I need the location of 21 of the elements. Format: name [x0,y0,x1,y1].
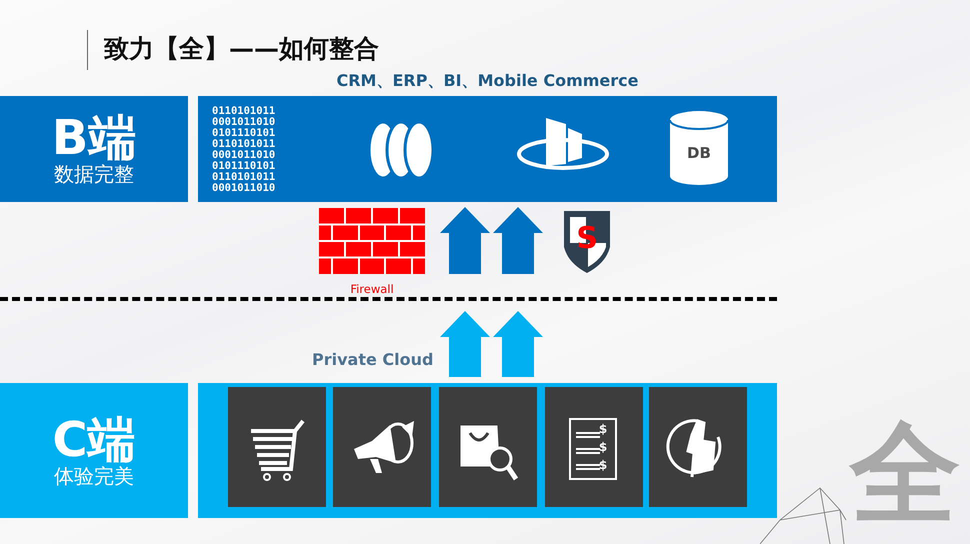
panel-heading: B端 [52,114,136,162]
content-panel [198,383,777,518]
dollar-sign: $ [598,423,608,435]
binary-code: 0110101011 0001011010 0101110101 0110101011 0001011010 0101110101 0110101011 0001011010 [212,106,276,194]
dollar-sign: $ [598,459,608,471]
block-arrow [440,311,490,377]
database-label: DB [686,144,712,162]
label-panel [0,96,188,202]
block-arrow [493,207,543,274]
title: 致力【全】——如何整合 [104,33,379,65]
decorative-character: 全 [850,418,960,528]
firewall-label: Firewall [349,282,395,296]
panel-subtitle: 体验完美 [54,466,134,486]
systems-heading: CRM、ERP、BI、Mobile Commerce [335,71,640,92]
panel-heading: C端 [52,416,136,464]
private-cloud-label: Private Cloud [312,350,434,369]
block-arrow [440,207,490,274]
panel-subtitle: 数据完整 [54,164,134,184]
block-arrow [493,311,543,377]
label-panel [0,383,188,518]
dollar-sign: $ [598,441,608,453]
